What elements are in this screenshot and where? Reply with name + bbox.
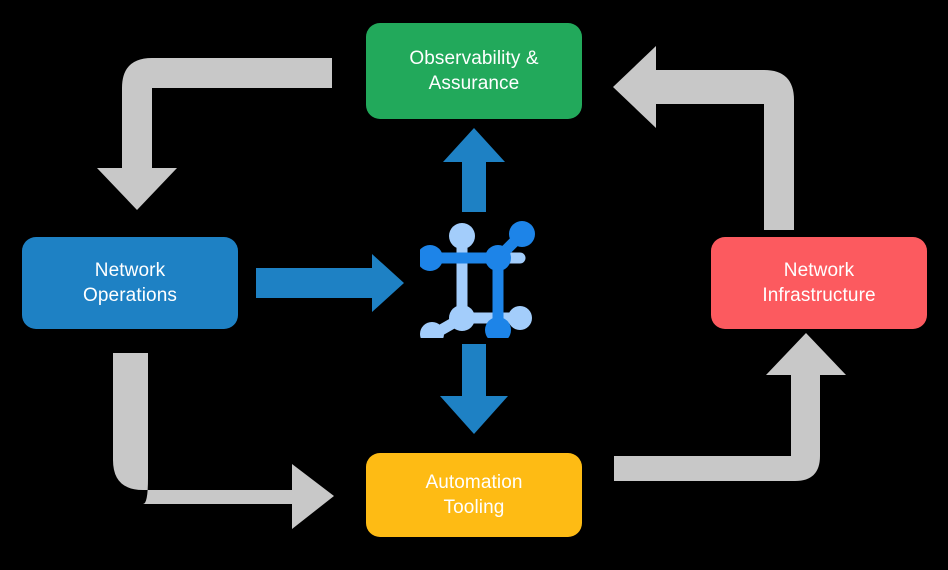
node-label-infrastructure: Network Infrastructure	[762, 259, 876, 306]
blue-arrow-center-to-observability	[443, 128, 505, 212]
node-box-operations[interactable]: Network Operations	[22, 237, 238, 329]
gray-arrow-infrastructure-to-observability	[613, 46, 794, 230]
gray-arrow-observability-to-operations	[97, 58, 332, 210]
node-box-infrastructure[interactable]: Network Infrastructure	[711, 237, 927, 329]
node-box-automation[interactable]: Automation Tooling	[366, 453, 582, 537]
blue-arrow-center-to-automation	[440, 344, 508, 434]
node-box-observability[interactable]: Observability & Assurance	[366, 23, 582, 119]
node-label-operations: Network Operations	[83, 259, 177, 306]
network-topology-icon	[420, 221, 535, 338]
node-label-automation: Automation Tooling	[425, 471, 523, 518]
blue-arrow-operations-to-center	[256, 254, 404, 312]
gray-arrow-automation-to-infrastructure	[614, 333, 846, 481]
node-label-observability: Observability & Assurance	[409, 47, 539, 94]
network-icon-dark-nodes	[420, 221, 535, 338]
gray-arrow-operations-to-automation	[113, 353, 334, 529]
network-icon-light-nodes	[420, 223, 532, 338]
